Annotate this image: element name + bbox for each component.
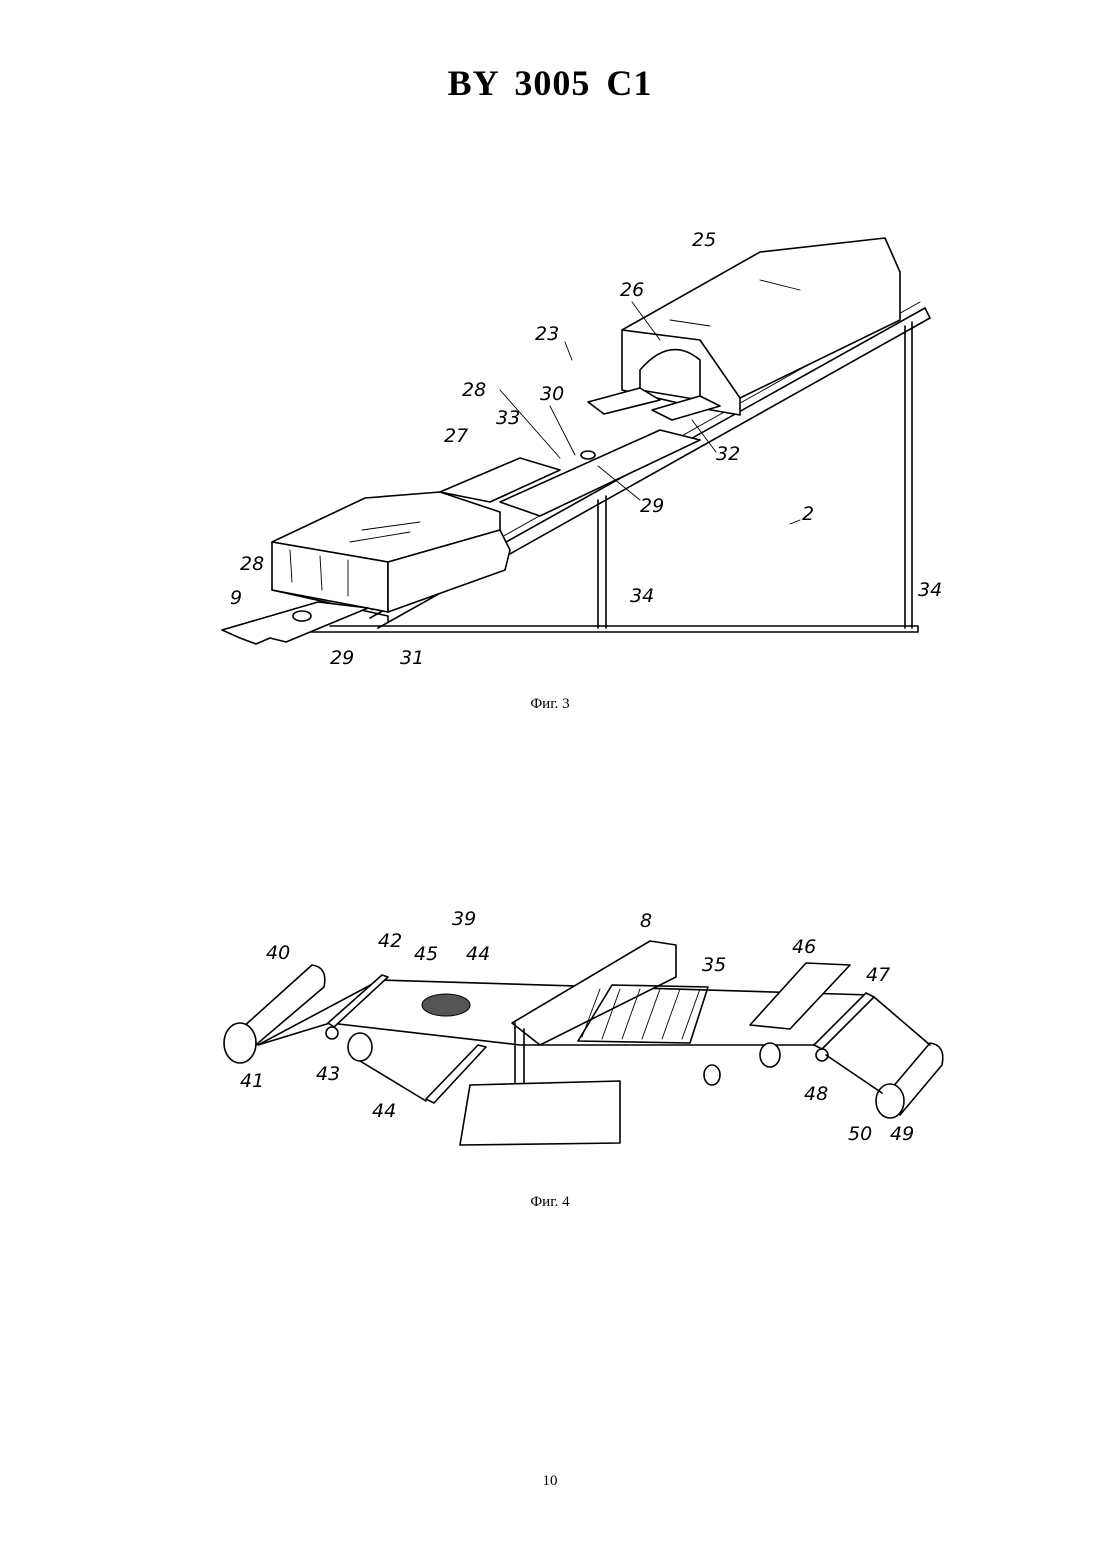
fig3-label-23: 23 (535, 323, 559, 345)
fig3-label-34-mid: 34 (630, 585, 654, 607)
fig3-label-34-right: 34 (918, 579, 942, 601)
fig4-roller-42 (328, 975, 388, 1027)
fig3-label-30: 30 (540, 383, 564, 405)
fig4-label-50: 50 (848, 1123, 872, 1145)
figure-3-caption: Фиг. 3 (0, 696, 1100, 713)
fig3-label-33: 33 (496, 407, 520, 429)
page-number: 10 (0, 1473, 1100, 1490)
fig4-label-42: 42 (378, 930, 402, 952)
fig3-label-26: 26 (620, 279, 644, 301)
fig3-label-25: 25 (692, 229, 716, 251)
fig3-strip-9 (222, 602, 368, 644)
fig4-label-41: 41 (240, 1070, 264, 1092)
figure-3-drawing: 25 26 23 28 30 33 27 32 29 2 28 9 34 34 … (0, 230, 1100, 690)
fig4-label-49: 49 (890, 1123, 914, 1145)
fig3-front-housing (272, 492, 510, 622)
figure-4-drawing: 39 8 42 40 45 44 46 35 47 43 41 48 44 50… (0, 905, 1100, 1165)
fig3-label-28-top: 28 (462, 379, 486, 401)
fig3-label-2: 2 (802, 503, 814, 525)
fig3-label-27: 27 (444, 425, 468, 447)
fig4-pattern-44 (422, 994, 470, 1016)
fig4-label-40: 40 (266, 942, 290, 964)
fig4-plate-46 (750, 963, 850, 1029)
fig3-transfer-plates (440, 388, 720, 516)
fig3-label-29-top: 29 (640, 495, 664, 517)
fig3-label-28-bottom: 28 (240, 553, 264, 575)
fig4-label-8: 8 (640, 910, 652, 932)
fig3-label-32: 32 (716, 443, 740, 465)
fig4-label-45: 45 (414, 943, 438, 965)
fig4-label-48: 48 (804, 1083, 828, 1105)
fig3-rear-housing (622, 238, 900, 415)
fig4-device-8 (460, 941, 676, 1145)
fig4-label-43: 43 (316, 1063, 340, 1085)
fig4-supply-roll-40 (224, 965, 325, 1063)
fig4-label-46: 46 (792, 936, 816, 958)
fig4-roller-43 (326, 1027, 338, 1039)
fig4-lower-roll (348, 1033, 486, 1103)
fig4-label-39: 39 (452, 908, 476, 930)
fig4-label-47: 47 (866, 964, 890, 986)
fig3-label-29-bottom: 29 (330, 647, 354, 669)
fig3-label-31: 31 (400, 647, 424, 669)
fig4-label-44-bottom: 44 (372, 1100, 396, 1122)
figure-4-caption: Фиг. 4 (0, 1194, 1100, 1211)
fig3-label-9: 9 (230, 587, 242, 609)
fig4-label-35: 35 (702, 954, 726, 976)
fig4-label-44-top: 44 (466, 943, 490, 965)
document-number: BY 3005 C1 (0, 62, 1100, 104)
